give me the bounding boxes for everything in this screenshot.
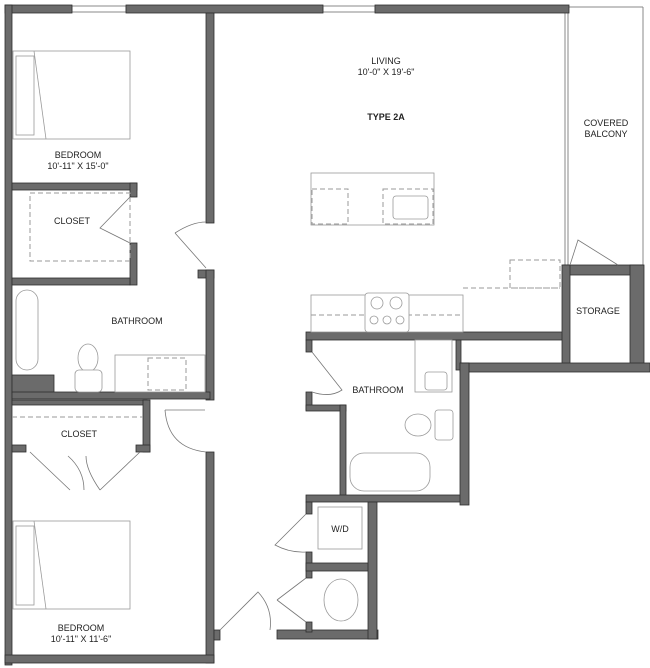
vanity-1 (114, 354, 206, 393)
living-label: LIVING (371, 56, 401, 66)
bedroom1-dims: 10'-11" X 15'-0" (47, 161, 108, 171)
balcony-label-1: COVERED (584, 118, 629, 128)
balcony-outline (564, 6, 644, 268)
laundry-label: W/D (331, 524, 349, 534)
living-dims: 10'-0" X 19'-6" (358, 67, 415, 77)
water-heater (323, 578, 359, 622)
stove (364, 292, 410, 333)
closet1-label: CLOSET (54, 216, 91, 226)
washer-dryer (317, 506, 363, 550)
closet2-label: CLOSET (61, 429, 98, 439)
room-labels: LIVING 10'-0" X 19'-6" TYPE 2A COVERED B… (47, 56, 628, 644)
unit-type-label: TYPE 2A (367, 112, 405, 122)
bedroom2-dims: 10'-11" X 11'-6" (51, 634, 112, 644)
bathroom1-label: BATHROOM (111, 316, 162, 326)
bathtub-1 (15, 289, 39, 371)
balcony-label-2: BALCONY (584, 129, 627, 139)
bedroom1-label: BEDROOM (55, 150, 102, 160)
toilet-2 (404, 413, 432, 437)
bedroom2-label: BEDROOM (58, 623, 105, 633)
walls (4, 4, 650, 666)
bathtub-2 (349, 452, 431, 492)
toilet-1 (77, 343, 99, 373)
bathroom2-label: BATHROOM (352, 385, 403, 395)
storage-label: STORAGE (576, 306, 620, 316)
fixtures (12, 50, 619, 631)
